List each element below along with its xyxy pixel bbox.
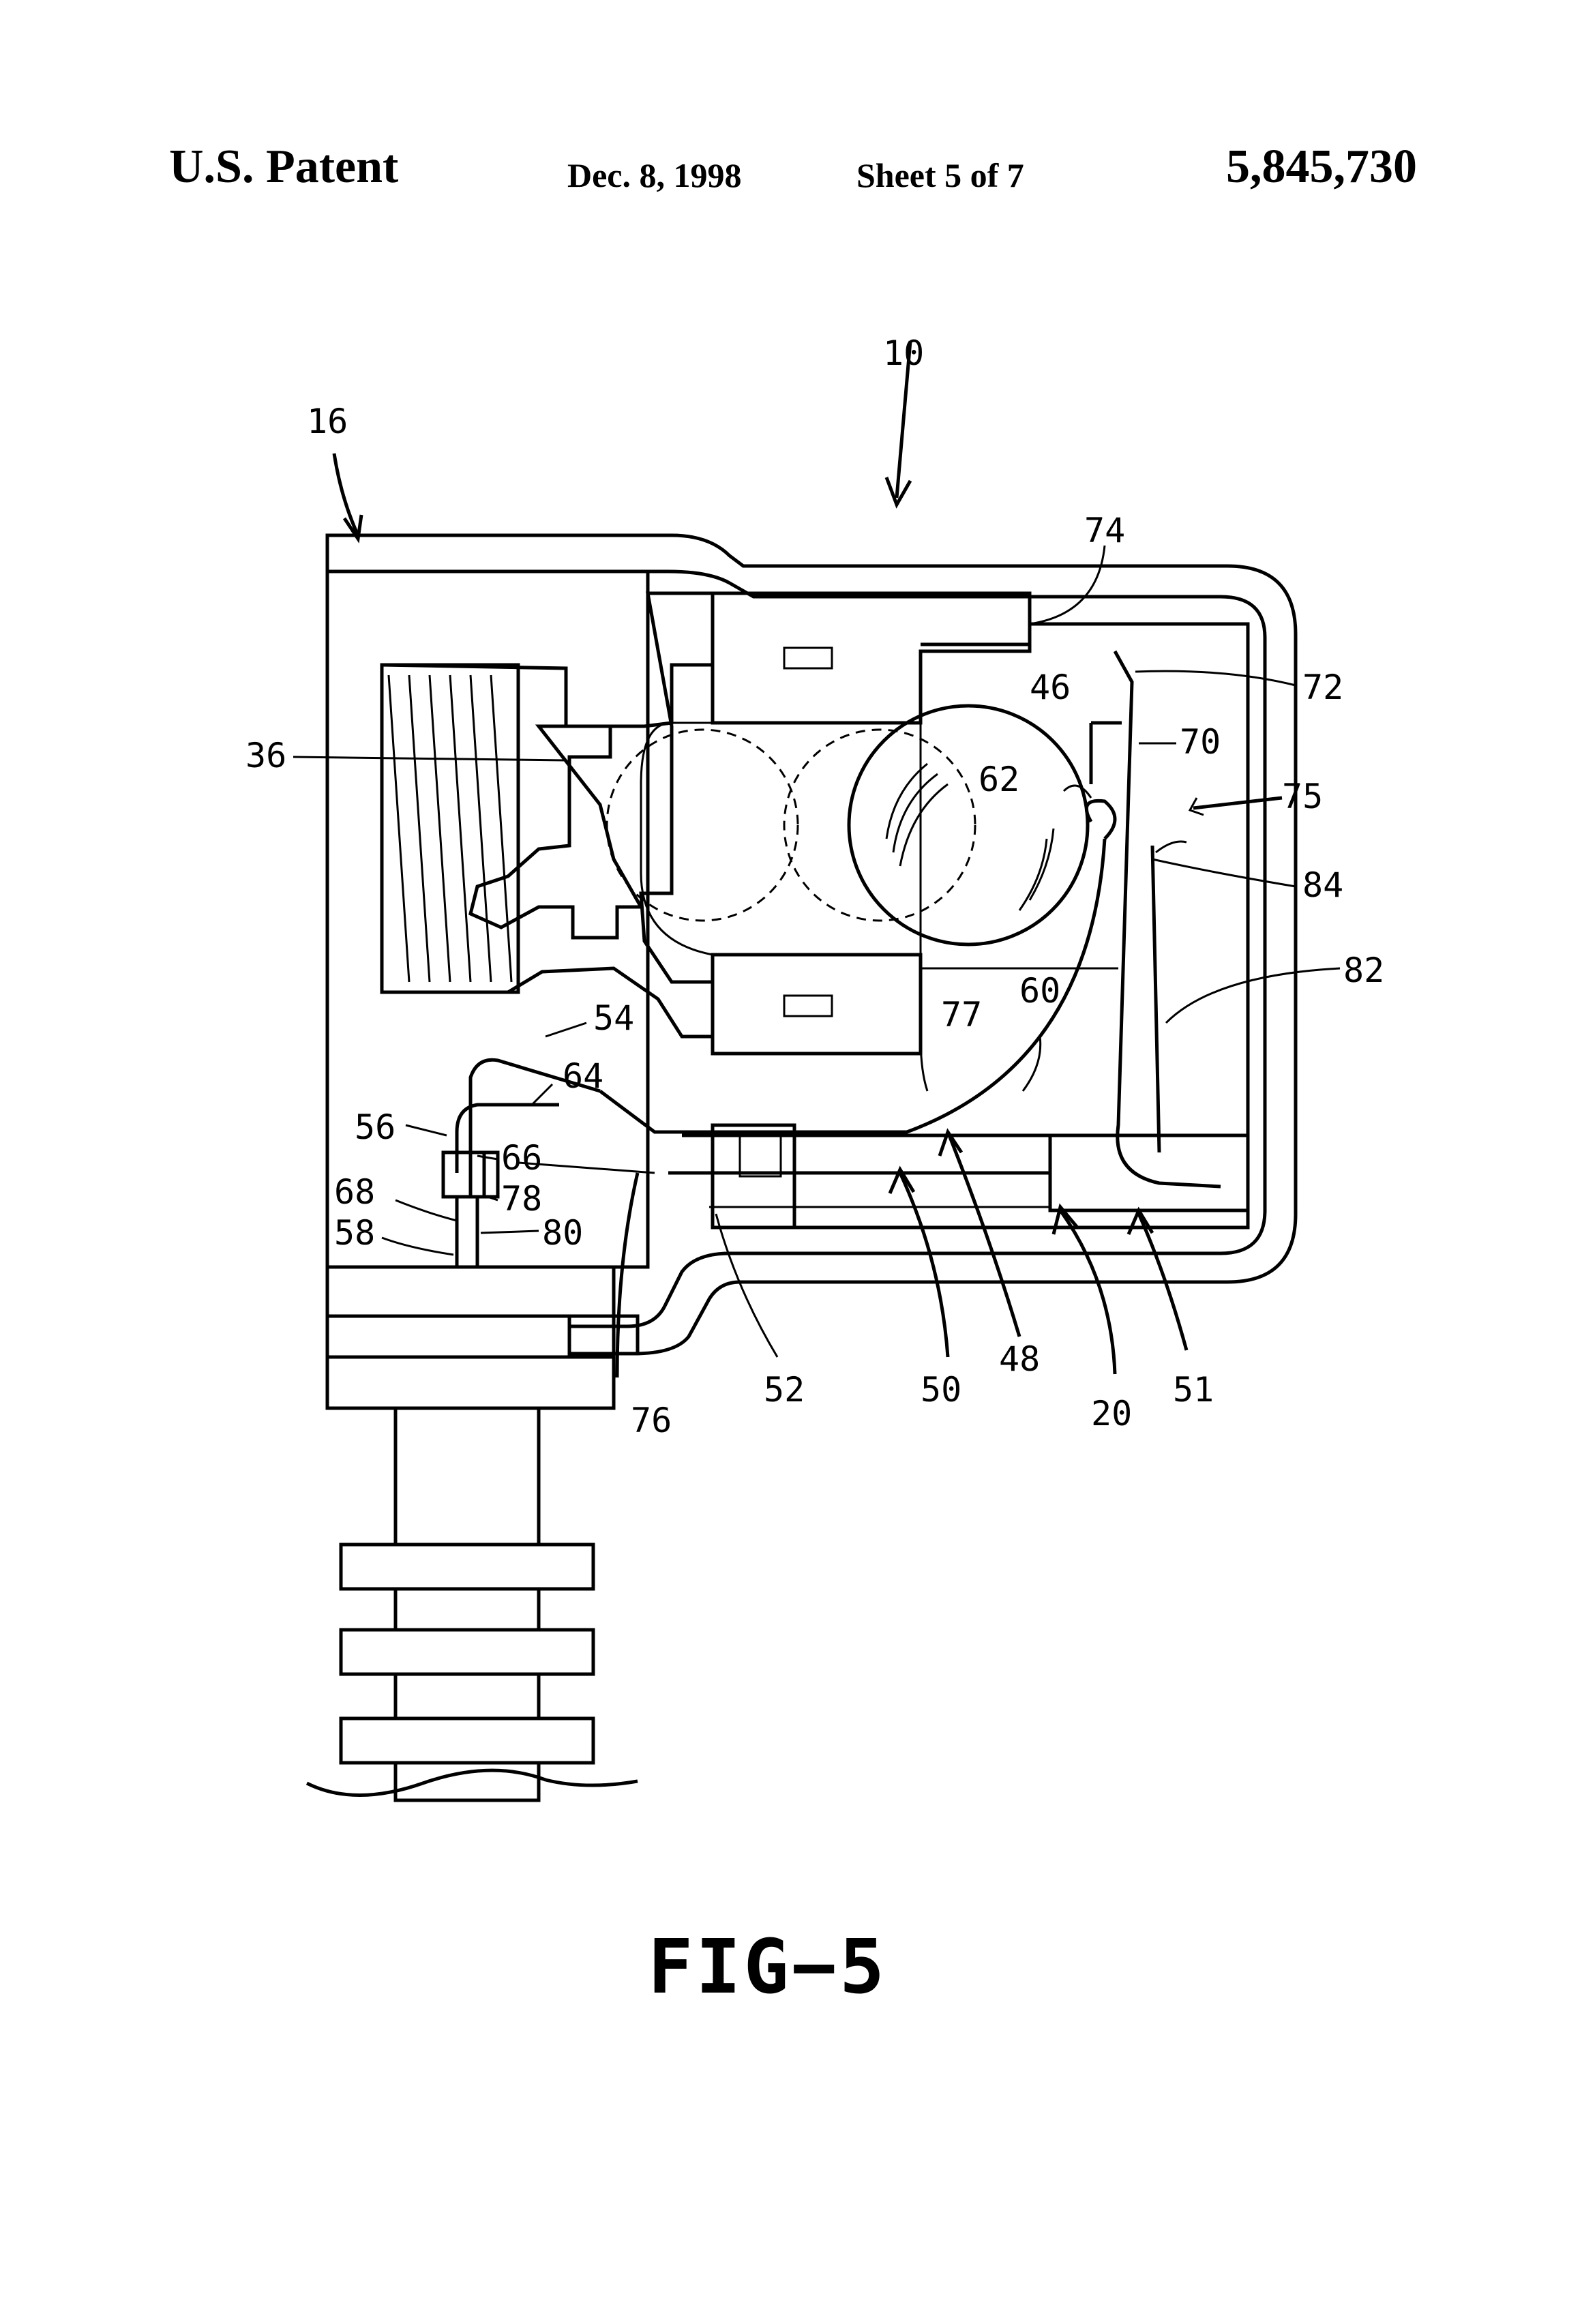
sheet-number: Sheet 5 of 7 [856,156,1024,194]
label-36: 36 [245,736,286,775]
label-48: 48 [999,1339,1040,1379]
right-cavity [668,622,1250,1230]
wires [441,799,1117,1378]
valve-stem [305,1406,638,1802]
label-56: 56 [355,1107,395,1147]
label-66: 66 [501,1138,542,1178]
ball-chamber [606,721,976,956]
label-64: 64 [563,1056,603,1096]
patent-date: Dec. 8, 1998 [567,156,742,194]
patent-label: U.S. Patent [169,140,399,193]
label-84: 84 [1302,865,1343,905]
leader-lines [293,340,1341,1375]
label-51: 51 [1173,1370,1214,1410]
label-72: 72 [1302,668,1343,707]
label-74: 74 [1084,511,1125,550]
valve-body [380,591,1032,1056]
label-68: 68 [334,1172,375,1212]
label-80: 80 [542,1213,583,1253]
label-78: 78 [501,1179,542,1219]
label-75: 75 [1282,777,1323,816]
label-58: 58 [334,1213,375,1253]
label-70: 70 [1180,722,1221,762]
patent-number: 5,845,730 [1226,140,1417,193]
figure-caption: FIG−5 [648,1923,888,2010]
label-60: 60 [1019,971,1060,1011]
label-76: 76 [631,1401,672,1440]
label-52: 52 [764,1370,805,1410]
label-10: 10 [883,333,924,373]
label-82: 82 [1343,951,1384,990]
label-46: 46 [1030,668,1071,707]
label-20: 20 [1091,1394,1132,1433]
label-77: 77 [941,995,982,1034]
left-housing [325,569,650,1410]
reference-numerals: 10 16 74 72 46 70 36 62 75 84 82 77 60 5… [245,333,1384,1440]
label-16: 16 [307,402,348,441]
label-54: 54 [593,998,634,1038]
check-ball [847,704,1090,947]
label-62: 62 [979,760,1019,799]
label-50: 50 [921,1370,961,1410]
